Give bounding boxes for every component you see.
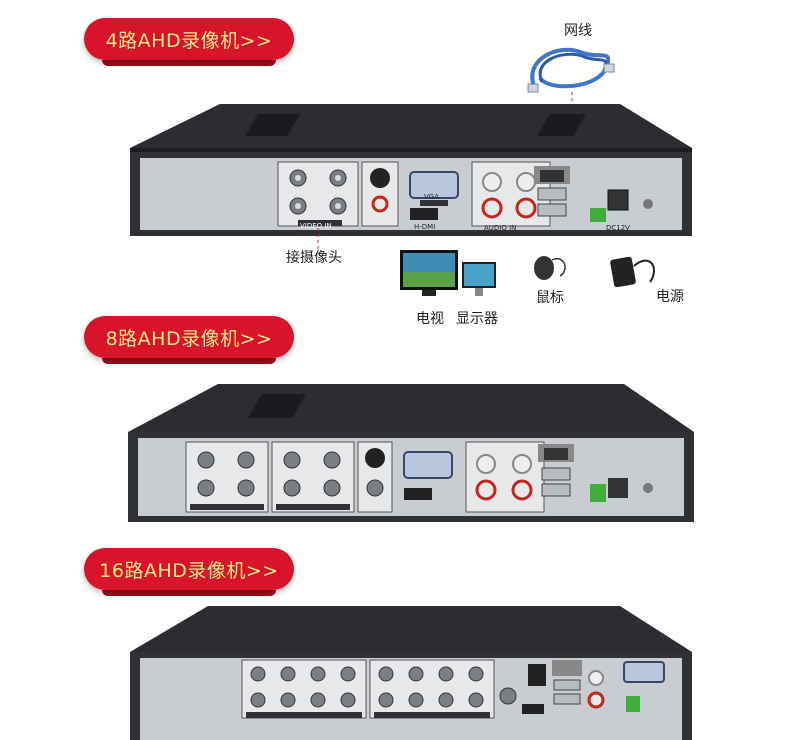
dvr-4ch-rear-panel bbox=[130, 104, 692, 236]
power-adapter-icon bbox=[610, 256, 655, 288]
panel-vga-label: VGA bbox=[424, 193, 440, 201]
network-cable-icon bbox=[527, 47, 615, 93]
banner-4ch: 4路AHD录像机>> bbox=[84, 18, 294, 66]
label-tv: 电视 bbox=[416, 311, 444, 327]
banner-8ch: 8路AHD录像机>> bbox=[84, 316, 294, 364]
label-power: 电源 bbox=[656, 289, 684, 305]
label-monitor: 显示器 bbox=[456, 311, 498, 327]
panel-dc12v-label: DC12V bbox=[606, 224, 630, 232]
panel-video-in-label: VIDEO IN bbox=[300, 222, 332, 230]
panel-hdmi-label: H-DMI bbox=[414, 223, 436, 231]
label-camera-input: 接摄像头 bbox=[286, 250, 342, 266]
mouse-icon bbox=[534, 256, 566, 280]
tv-monitor-icon bbox=[400, 250, 496, 296]
label-network-cable: 网线 bbox=[564, 23, 592, 39]
dvr-8ch-rear-panel bbox=[128, 384, 694, 522]
dvr-16ch-rear-panel bbox=[130, 606, 692, 740]
connector-line-camera bbox=[317, 228, 319, 250]
banner-16ch: 16路AHD录像机>> bbox=[84, 548, 294, 596]
label-mouse: 鼠标 bbox=[536, 290, 564, 306]
panel-audio-in-label: AUDIO IN bbox=[484, 224, 517, 232]
